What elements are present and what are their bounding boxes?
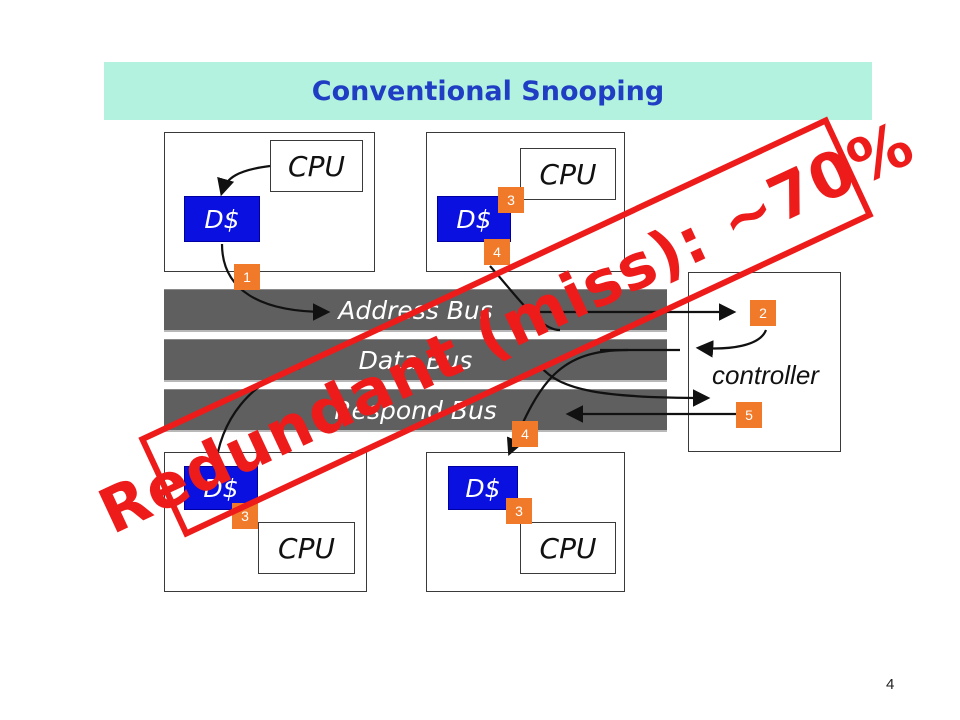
slide-title-bar: Conventional Snooping bbox=[104, 62, 872, 120]
cpu-top-left: CPU bbox=[270, 140, 363, 192]
page-number: 4 bbox=[886, 676, 895, 693]
step-badge-3-top-right: 3 bbox=[498, 187, 524, 213]
controller-label: controller bbox=[712, 360, 819, 390]
cpu-bottom-left: CPU bbox=[258, 522, 355, 574]
arrow-controller-to-data-bus bbox=[695, 329, 768, 358]
arrow-snoop-top-right bbox=[489, 265, 561, 332]
dcache-top-left: D$ bbox=[184, 196, 260, 242]
step-badge-1: 1 bbox=[234, 264, 260, 290]
step-badge-3-bottom-left: 3 bbox=[232, 503, 258, 529]
arrow-cache-to-address-bus bbox=[220, 243, 331, 321]
arrow-cpu-to-cache-top-left bbox=[217, 164, 271, 197]
arrow-bus-to-bottom-left bbox=[213, 366, 301, 471]
arrow-response-to-controller bbox=[539, 365, 711, 407]
cpu-top-right: CPU bbox=[520, 148, 616, 200]
dcache-top-right: D$ bbox=[437, 196, 511, 242]
step-badge-4-bottom-right: 4 bbox=[512, 421, 538, 447]
step-badge-3-bottom-right: 3 bbox=[506, 498, 532, 524]
dcache-bottom-left: D$ bbox=[184, 466, 258, 510]
step-badge-2: 2 bbox=[750, 300, 776, 326]
slide-title: Conventional Snooping bbox=[311, 75, 665, 107]
step-badge-5: 5 bbox=[736, 402, 762, 428]
address-bus: Address Bus bbox=[164, 290, 667, 330]
data-bus: Data Bus bbox=[164, 340, 667, 380]
cpu-bottom-right: CPU bbox=[520, 522, 616, 574]
step-badge-4-top-right: 4 bbox=[484, 239, 510, 265]
